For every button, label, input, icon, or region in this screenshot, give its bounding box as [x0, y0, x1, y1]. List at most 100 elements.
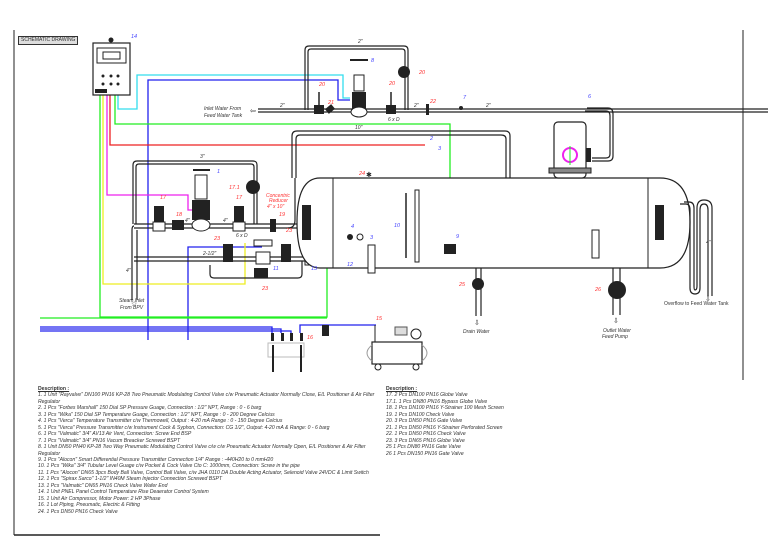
size-4in-c: 4" [126, 268, 131, 274]
tag-1: 1 [217, 169, 220, 175]
deaerator-head [548, 107, 614, 179]
tag-23a: 23 [213, 236, 221, 242]
wire-yellow [102, 95, 246, 285]
desc-item: 9. 1 Pcs "Alocon" Smart Differential Pre… [38, 456, 274, 463]
size-inlet-a: 2" [279, 103, 285, 109]
overflow-label: Overflow to Feed Water Tank [664, 301, 729, 307]
tag-6: 6 [588, 94, 592, 100]
description-right-heading: Description : [386, 386, 418, 392]
desc-item: 13. 1 Pcs "Valmatic" DN65 PN16 Check Val… [38, 482, 168, 489]
schematic-title: SCHEMATIC DRAWING [18, 36, 79, 45]
inlet-arrow-icon: ⇦ [250, 108, 256, 115]
desc-item: 16. 1 Lot Piping, Pneumatic, Electric & … [38, 502, 140, 509]
tag-21: 21 [327, 100, 334, 106]
drain-water-label: Drain Water [463, 329, 490, 335]
header-valves[interactable] [152, 180, 343, 278]
svg-text:⇩: ⇩ [474, 319, 480, 327]
steam-inlet-label-1: Steam Inlet [119, 298, 145, 304]
desc-item: 7. 1 Pcs "Valmatic" 3/4" PN16 Vacum Brea… [38, 437, 181, 444]
size-inlet-c: 2" [485, 103, 491, 109]
desc-item: 18. 1 Pcs DN100 PN16 Y-Strainer 100 Mesh… [386, 405, 504, 412]
tag-15: 15 [376, 316, 383, 322]
size-top-loop: 2" [357, 39, 363, 45]
desc-item: 10. 1 Pcs "Wika" 3/4" Tubular Level Guag… [38, 463, 300, 470]
desc-item: 19. 1 Pcs DN100 Check Valve [386, 411, 455, 418]
tag-17b: 17 [236, 195, 243, 201]
tag-20c: 20 [388, 81, 396, 87]
tag-numbers: 14 1 8 20 20 20 21 22 7 6 2 3 17 18 17.1… [131, 34, 602, 341]
tag-9: 9 [456, 234, 459, 240]
tag-20a: 20 [418, 70, 426, 76]
desc-item: 26 1 Pcs DN150 PN16 Gate Valve [386, 450, 464, 457]
tag-16: 16 [307, 335, 314, 341]
tag-4: 4 [351, 224, 354, 230]
deaerator-tank: ✱ [296, 171, 691, 274]
size-6xd-b: 6 x D [388, 117, 400, 123]
desc-item: 25 1 Pcs DN80 PN16 Gate Valve [386, 444, 461, 451]
desc-item: 11. 1 Pcs "Alocon" DN65 3pcs Body Ball V… [38, 469, 369, 476]
tag-23c: 23 [261, 286, 269, 292]
wire-cyan [117, 74, 350, 110]
pipe-10in [291, 130, 511, 178]
tag-10: 10 [394, 223, 401, 229]
steam-inlet-arrow-icon: ☆ [131, 300, 137, 308]
description-right: Description : 17. 2 Pcs DN100 PN16 Globe… [386, 386, 586, 457]
desc-item: 17.1. 1 Pcs DN80 PN16 Bypass Globe Valve [386, 398, 488, 405]
tag-11: 11 [273, 266, 279, 272]
outlet-label-1: Outlet Water [603, 328, 631, 334]
desc-item: 17. 2 Pcs DN100 PN16 Globe Valve [386, 392, 468, 399]
air-compressor-15 [366, 325, 428, 371]
size-10in: 10" [355, 125, 363, 131]
control-panel-14[interactable] [92, 37, 131, 96]
tag-23b: 23 [285, 228, 293, 234]
tag-3b: 3 [370, 235, 374, 241]
reducer-label-1: Concentric [266, 193, 290, 199]
wire-magenta [106, 95, 196, 211]
size-4in-a: 4" [185, 218, 190, 224]
reducer-label-3: 4" x 10" [267, 204, 284, 210]
outlet-label-2: Feed Pump [602, 334, 628, 340]
desc-item: 15. 1 Unit Air Compressor, Motor Power: … [38, 495, 161, 502]
outlet-piping: ⇩ ⇩ ⇩ [472, 199, 713, 327]
tag-20b: 20 [318, 82, 326, 88]
inlet-water-label-1: Inlet Water From [204, 106, 241, 112]
tag-18: 18 [176, 212, 183, 218]
solenoid-manifold-16 [267, 325, 329, 372]
desc-item: 12. 1 Pcs "Spirax Sarco" 1-1/2" IN40M St… [38, 476, 223, 483]
size-6xd-a: 6 x D [236, 233, 248, 239]
size-bypass: 2-1/2" [202, 251, 216, 257]
wire-red [109, 95, 425, 146]
desc-item: 2. 1 Pcs "Forbes Marshall" 150 Dial SP P… [38, 405, 262, 412]
size-overflow: 4" [706, 240, 711, 246]
steam-inlet-label-2: From BPV [120, 305, 144, 311]
svg-text:⇩: ⇩ [613, 317, 619, 325]
description-left-heading: Description : [38, 386, 70, 392]
valves-inlet[interactable] [314, 66, 463, 115]
tag-22: 22 [429, 99, 436, 105]
size-inlet-b: 2" [413, 103, 419, 109]
tag-26: 26 [594, 287, 602, 293]
valve-1-control[interactable] [191, 169, 211, 232]
valve-8-control[interactable] [350, 59, 368, 118]
desc-item: 6. 1 Pcs "Valmatic" 3/4" AV13 Air Vent, … [38, 431, 192, 438]
signal-wires [40, 74, 451, 340]
desc-item: 4. 1 Pcs "Verca" Temperature Transmitter… [38, 418, 283, 425]
desc-item: 24. 1 Pcs DN50 PN16 Check Valve [38, 508, 118, 515]
desc-item: 3. 1 Pcs "Wika" 150 Dial SP Temperature … [38, 411, 275, 418]
desc-item: 20. 3 Pcs DN50 PN16 Gate Valve [386, 418, 463, 425]
svg-text:✱: ✱ [366, 171, 372, 179]
inlet-water-label-2: Feed Water Tank [204, 113, 243, 119]
svg-text:⇩: ⇩ [705, 295, 711, 303]
desc-item: 1. 1 Unit "Rayvalve" DN100 PN16 KP-28 Tw… [38, 392, 375, 405]
reducer-label-2: Reducer [269, 198, 288, 204]
desc-item: 8. 1 Unit DN50 PN40 KP-28 Two Way Pneuma… [38, 444, 366, 457]
desc-item: 23. 3 Pcs DN65 PN16 Globe Valve [386, 437, 465, 444]
tag-7: 7 [463, 95, 467, 101]
tag-3a: 3 [438, 146, 442, 152]
desc-item: 21. 1 Pcs DN50 PN16 Y-Strainer Perforate… [386, 424, 503, 431]
tag-12: 12 [347, 262, 353, 268]
tag-8: 8 [371, 58, 375, 64]
inlet-water-piping: ⇦ [250, 45, 768, 115]
desc-item: 5. 1 Pcs "Verca" Pressure Transmitter c/… [38, 424, 330, 431]
